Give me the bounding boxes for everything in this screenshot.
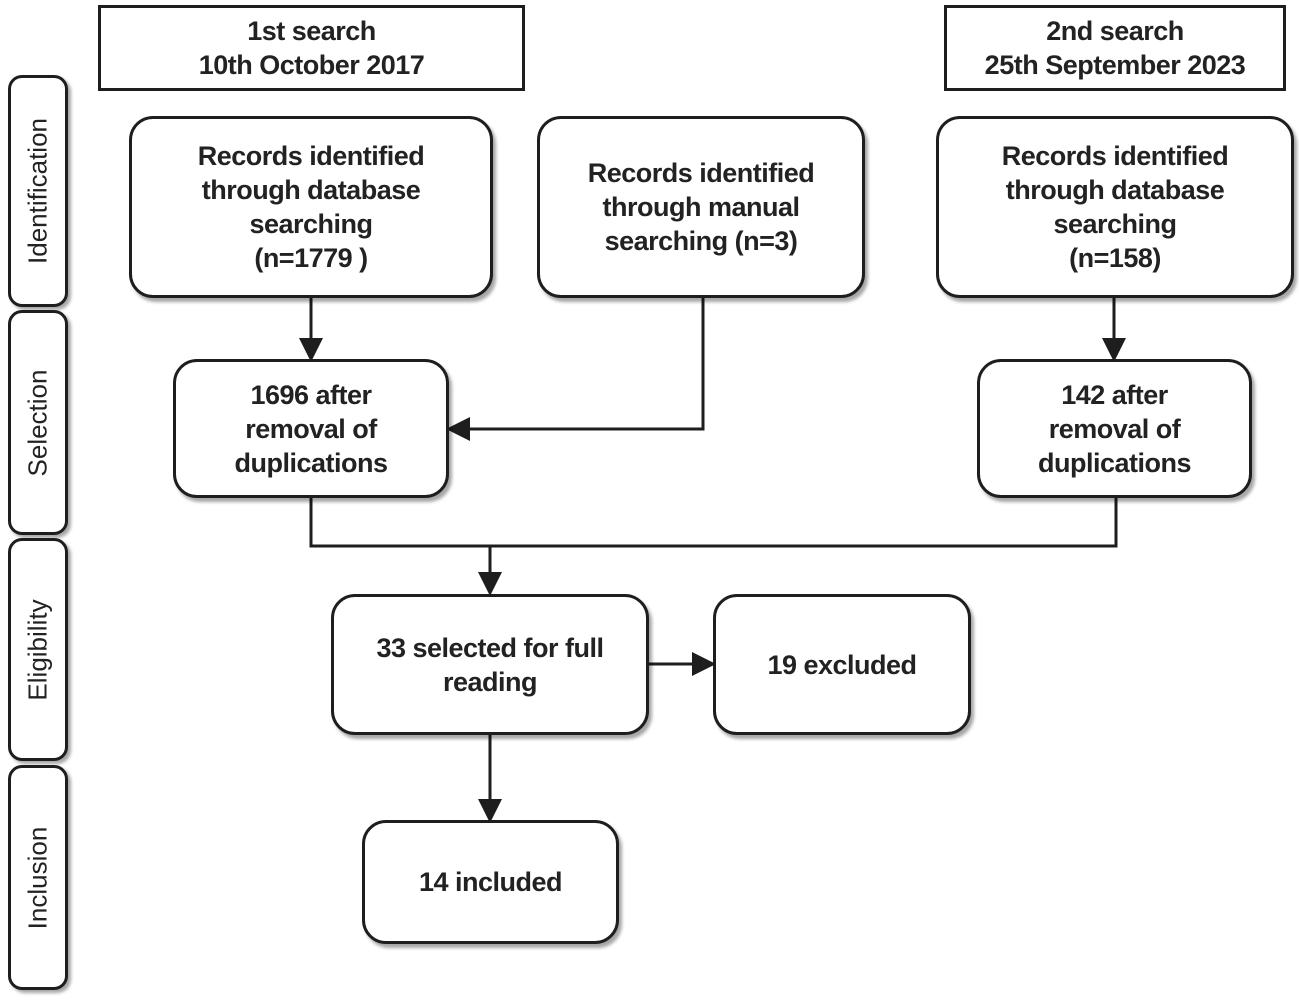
stage-inclusion-label: Inclusion: [22, 826, 53, 929]
stage-eligibility: Eligibility: [8, 538, 68, 761]
stage-inclusion: Inclusion: [8, 765, 68, 990]
stage-selection: Selection: [8, 310, 68, 535]
stage-identification: Identification: [8, 75, 68, 307]
stage-selection-label: Selection: [22, 369, 53, 476]
included-box: 14 included: [362, 820, 619, 944]
line-merge-dedup: [309, 497, 1118, 548]
stage-eligibility-label: Eligibility: [22, 598, 53, 701]
dedup-2023-box: 142 after removal of duplications: [977, 359, 1252, 498]
stage-identification-label: Identification: [22, 118, 53, 264]
db-records-2017-box: Records identified through database sear…: [129, 116, 493, 298]
dedup-2017-box: 1696 after removal of duplications: [173, 359, 449, 498]
excluded-box: 19 excluded: [713, 594, 971, 735]
arrow-manual-to-dedup2017: [446, 297, 705, 441]
db-records-2023-box: Records identified through database sear…: [936, 116, 1294, 298]
first-search-header: 1st search 10th October 2017: [98, 5, 525, 91]
second-search-header: 2nd search 25th September 2023: [944, 5, 1286, 91]
manual-records-box: Records identified through manual search…: [537, 116, 865, 298]
full-reading-box: 33 selected for full reading: [331, 594, 649, 735]
